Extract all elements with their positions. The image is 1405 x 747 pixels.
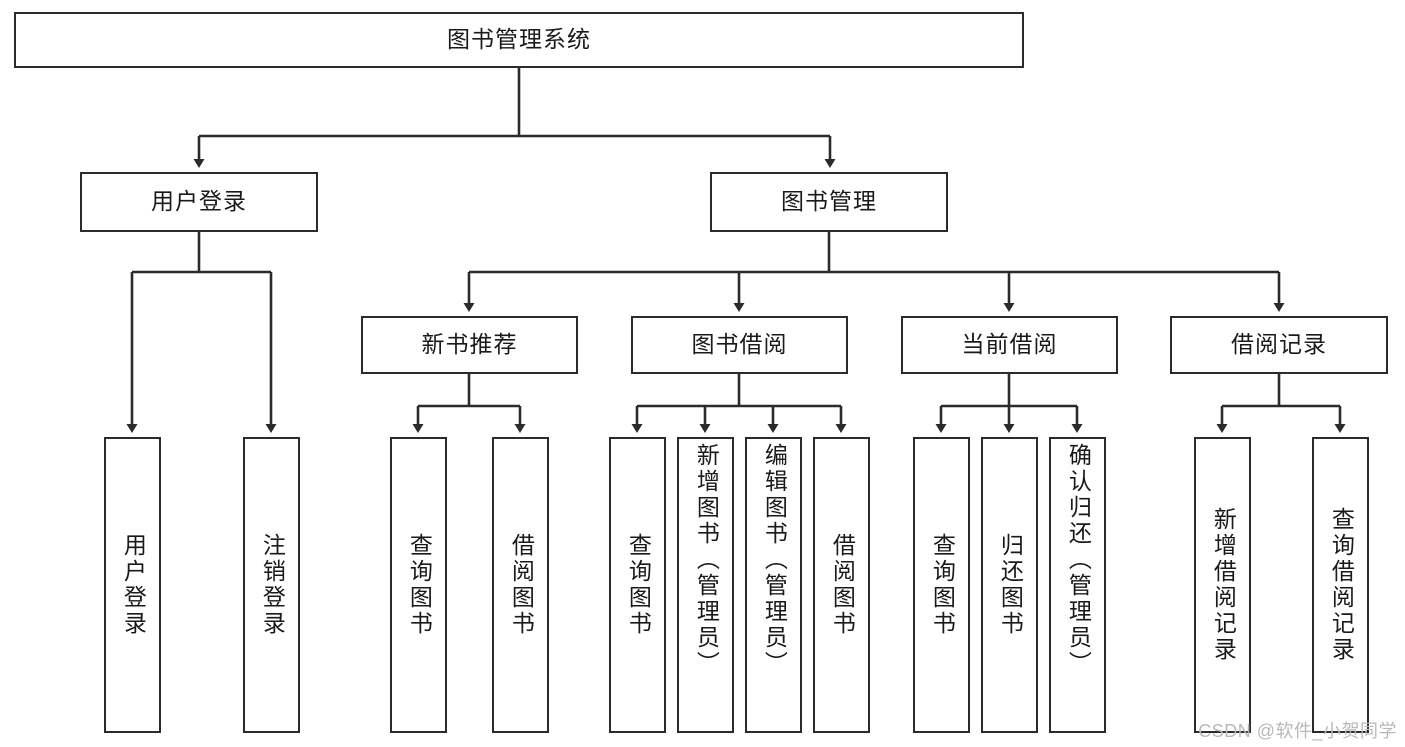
node-book-manage-label: 图书管理 [781, 188, 877, 215]
node-root-label: 图书管理系统 [447, 26, 591, 53]
node-leaf-borrow-book-1[interactable]: 借阅图书 [492, 437, 549, 733]
node-root[interactable]: 图书管理系统 [14, 12, 1024, 68]
node-leaf-logout-login[interactable]: 注销登录 [243, 437, 300, 733]
node-leaf-borrow-book-1-label: 借阅图书 [508, 533, 535, 637]
node-leaf-edit-book-admin[interactable]: 编辑图书（管理员） [745, 437, 802, 733]
node-book-manage[interactable]: 图书管理 [710, 172, 948, 232]
node-borrow-record-label: 借阅记录 [1231, 331, 1327, 358]
node-leaf-user-login[interactable]: 用户登录 [104, 437, 161, 733]
node-leaf-query-book-1[interactable]: 查询图书 [390, 437, 447, 733]
node-leaf-query-book-2[interactable]: 查询图书 [609, 437, 666, 733]
node-leaf-add-book-admin[interactable]: 新增图书（管理员） [677, 437, 734, 733]
node-leaf-edit-book-admin-label: 编辑图书（管理员） [761, 443, 788, 677]
node-book-borrow[interactable]: 图书借阅 [631, 316, 848, 374]
node-new-book-recommend[interactable]: 新书推荐 [361, 316, 578, 374]
node-leaf-confirm-return-admin-label: 确认归还（管理员） [1065, 443, 1092, 677]
node-book-borrow-label: 图书借阅 [691, 331, 788, 358]
node-leaf-user-login-label: 用户登录 [120, 533, 147, 637]
node-leaf-return-book[interactable]: 归还图书 [981, 437, 1038, 733]
node-leaf-confirm-return-admin[interactable]: 确认归还（管理员） [1049, 437, 1106, 733]
node-leaf-add-book-admin-label: 新增图书（管理员） [693, 443, 720, 677]
node-leaf-logout-login-label: 注销登录 [259, 533, 286, 637]
node-user-login[interactable]: 用户登录 [80, 172, 318, 232]
node-user-login-label: 用户登录 [151, 188, 247, 215]
csdn-watermark: CSDN @软件_小贺同学 [1198, 721, 1397, 741]
node-leaf-add-borrow-record-label: 新增借阅记录 [1210, 507, 1237, 663]
node-current-borrow[interactable]: 当前借阅 [901, 316, 1118, 374]
node-current-borrow-label: 当前借阅 [961, 331, 1058, 358]
node-leaf-query-book-3[interactable]: 查询图书 [913, 437, 970, 733]
node-leaf-query-book-1-label: 查询图书 [406, 533, 433, 637]
node-leaf-query-book-2-label: 查询图书 [625, 533, 652, 637]
node-borrow-record[interactable]: 借阅记录 [1170, 316, 1388, 374]
node-leaf-return-book-label: 归还图书 [997, 533, 1024, 637]
node-new-book-recommend-label: 新书推荐 [421, 331, 518, 358]
node-leaf-query-borrow-record[interactable]: 查询借阅记录 [1312, 437, 1369, 733]
node-leaf-query-book-3-label: 查询图书 [929, 533, 956, 637]
node-leaf-add-borrow-record[interactable]: 新增借阅记录 [1194, 437, 1251, 733]
node-leaf-borrow-book-2[interactable]: 借阅图书 [813, 437, 870, 733]
node-leaf-query-borrow-record-label: 查询借阅记录 [1328, 507, 1355, 663]
node-leaf-borrow-book-2-label: 借阅图书 [829, 533, 856, 637]
